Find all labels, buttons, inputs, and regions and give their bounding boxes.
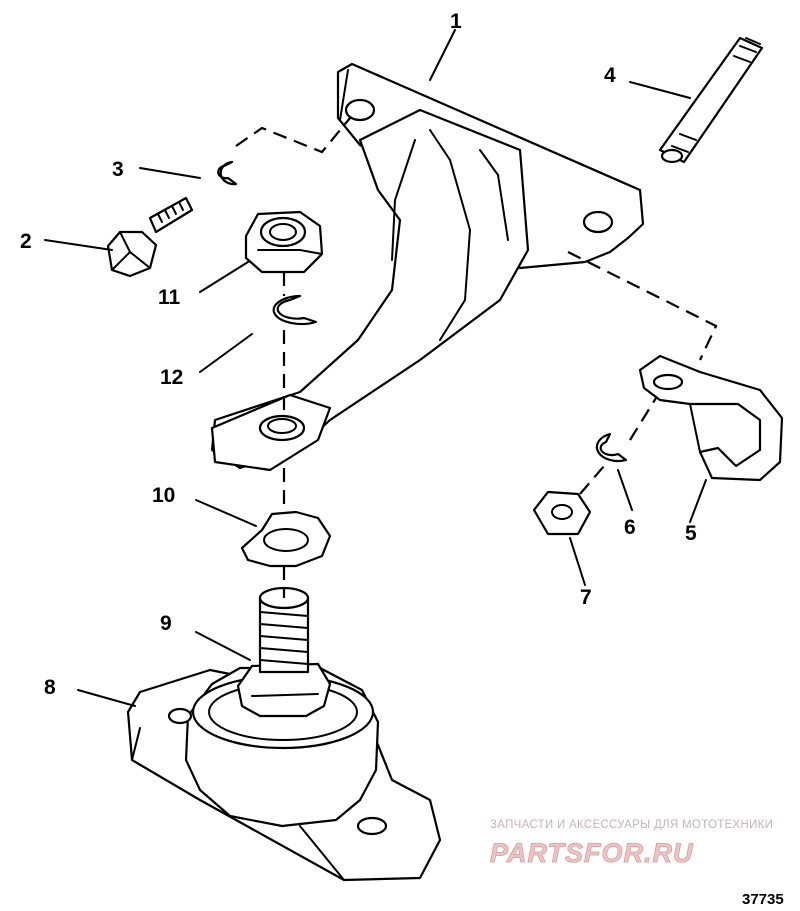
callout-12: 12 <box>160 366 183 389</box>
hex-nut-right <box>532 490 592 536</box>
watermark: ЗАПЧАСТИ И АКСЕССУАРЫ ДЛЯ МОТОТЕХНИКИ PA… <box>490 819 773 868</box>
lock-washer-right <box>595 432 628 463</box>
callout-7: 7 <box>580 586 592 609</box>
lock-washer-middle <box>272 294 318 326</box>
hex-bolt <box>106 196 194 278</box>
hex-nut-upper <box>244 210 324 274</box>
callout-6: 6 <box>624 516 636 539</box>
callout-10: 10 <box>152 484 175 507</box>
watermark-tagline: ЗАПЧАСТИ И АКСЕССУАРЫ ДЛЯ МОТОТЕХНИКИ <box>490 819 773 831</box>
callout-5: 5 <box>685 522 697 545</box>
watermark-brand: PARTSFOR.RU <box>490 838 694 868</box>
drawing-number: 37735 <box>742 891 784 908</box>
cable-clamp <box>638 354 784 482</box>
mounting-bracket <box>210 62 645 472</box>
tab-washer <box>240 510 332 568</box>
callout-11: 11 <box>158 286 181 309</box>
assembly-lines <box>235 117 718 598</box>
threaded-stud <box>658 36 764 164</box>
mount-stud-with-nut <box>236 586 332 718</box>
callout-2: 2 <box>20 230 32 253</box>
callout-9: 9 <box>160 612 172 635</box>
callout-8: 8 <box>44 676 56 699</box>
callout-3: 3 <box>112 158 124 181</box>
lock-washer-upper <box>217 160 238 186</box>
callout-4: 4 <box>604 64 616 87</box>
callout-1: 1 <box>450 10 462 33</box>
leader-lines <box>44 29 707 707</box>
